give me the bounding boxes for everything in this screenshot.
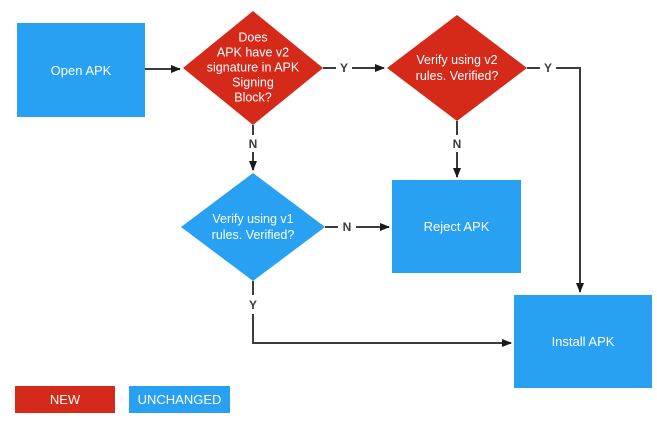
node-reject-apk-label: Reject APK	[423, 219, 490, 234]
legend-unchanged-label: UNCHANGED	[137, 392, 222, 407]
decision-verify-v2-shape	[387, 15, 527, 121]
legend-item-unchanged: UNCHANGED	[129, 386, 230, 413]
decision-verify-v1-shape	[181, 173, 325, 281]
edge-verifyv2-yes-2	[556, 67, 584, 293]
edge-label-verifyv1-no: N	[342, 220, 352, 234]
node-open-apk: Open APK	[17, 23, 145, 117]
decision-v2-signature-label: Does APK have v2 signature in APK Signin…	[206, 30, 300, 105]
decision-v2-signature-shape	[183, 11, 323, 125]
legend-new-label: NEW	[49, 392, 81, 407]
node-install-apk: Install APK	[514, 295, 652, 388]
edge-label-verifyv2-no: N	[452, 137, 462, 151]
edge-label-verifyv2-yes: Y	[543, 61, 553, 75]
decision-verify-v1-label: Verify using v1 rules. Verified?	[211, 212, 295, 242]
edge-label-verifyv1-yes: Y	[248, 298, 258, 312]
node-reject-apk: Reject APK	[392, 180, 521, 273]
edge-verifyv1-yes-2	[252, 314, 512, 347]
legend: NEW UNCHANGED	[15, 386, 230, 413]
edge-label-v2check-yes: Y	[339, 61, 349, 75]
decision-verify-v2-label: Verify using v2 rules. Verified?	[415, 53, 499, 83]
legend-item-new: NEW	[15, 386, 115, 413]
node-open-apk-label: Open APK	[50, 62, 112, 78]
edge-label-v2check-no: N	[248, 137, 258, 151]
node-install-apk-label: Install APK	[551, 334, 615, 349]
